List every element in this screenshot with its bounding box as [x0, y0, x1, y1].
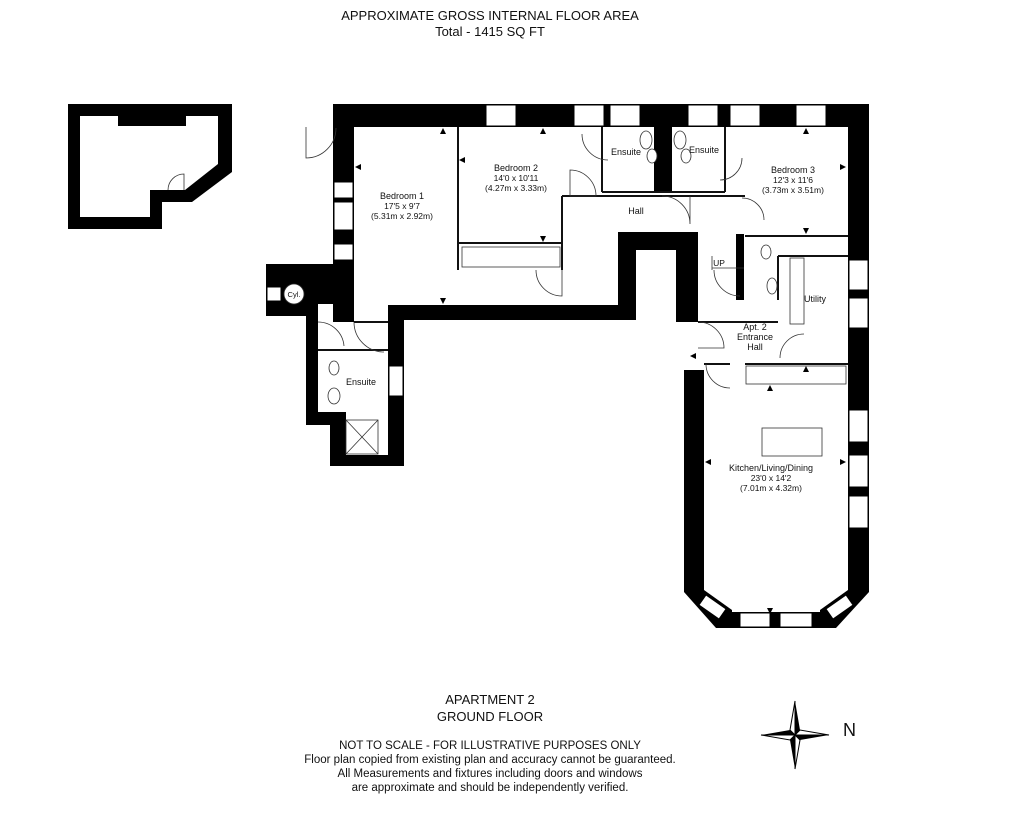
stairs — [711, 256, 744, 270]
room-label-ensuite-right: Ensuite — [689, 145, 719, 155]
dimension-markers — [355, 128, 846, 614]
storage — [461, 246, 847, 385]
room-labels: Bedroom 1 17'5 x 9'7 (5.31m x 2.92m) Bed… — [288, 145, 827, 493]
room-dims-ft-bedroom1: 17'5 x 9'7 — [384, 201, 420, 211]
room-label-kitchen: Kitchen/Living/Dining — [729, 463, 813, 473]
compass-icon — [760, 700, 830, 770]
disclaimer-line-2: Floor plan copied from existing plan and… — [304, 754, 676, 766]
apartment-label: APARTMENT 2 — [445, 692, 535, 707]
room-dims-ft-bedroom2: 14'0 x 10'11 — [494, 173, 539, 183]
room-label-bedroom1: Bedroom 1 — [380, 191, 424, 201]
room-label-bedroom3: Bedroom 3 — [771, 165, 815, 175]
fixtures — [283, 130, 823, 457]
disclaimer-line-3: All Measurements and fixtures including … — [337, 768, 643, 780]
floor-area-total: Total - 1415 SQ FT — [435, 24, 545, 39]
room-dims-m-bedroom3: (3.73m x 3.51m) — [762, 185, 824, 195]
disclaimer-line-1: NOT TO SCALE - FOR ILLUSTRATIVE PURPOSES… — [339, 740, 641, 752]
room-dims-m-bedroom1: (5.31m x 2.92m) — [371, 211, 433, 221]
room-dims-ft-bedroom3: 12'3 x 11'6 — [773, 175, 813, 185]
windows — [266, 104, 869, 628]
room-dims-ft-kitchen: 23'0 x 14'2 — [751, 473, 792, 483]
room-label-entrance-2: Entrance — [737, 332, 773, 342]
disclaimer-line-4: are approximate and should be independen… — [351, 782, 629, 794]
room-label-entrance-1: Apt. 2 — [743, 322, 767, 332]
room-dims-m-kitchen: (7.01m x 4.32m) — [740, 483, 802, 493]
room-label-ensuite-lower: Ensuite — [346, 377, 376, 387]
room-dims-m-bedroom2: (4.27m x 3.33m) — [485, 183, 547, 193]
stairs-up-label: UP — [713, 258, 725, 268]
door-swings — [305, 127, 805, 389]
room-label-entrance-3: Hall — [747, 342, 763, 352]
room-label-bedroom2: Bedroom 2 — [494, 163, 538, 173]
cylinder-label: Cyl. — [288, 290, 301, 299]
compass-north-label: N — [843, 720, 856, 740]
outbuilding — [68, 104, 232, 229]
floor-area-title: APPROXIMATE GROSS INTERNAL FLOOR AREA — [341, 8, 639, 23]
room-label-ensuite-left: Ensuite — [611, 147, 641, 157]
room-label-utility: Utility — [804, 294, 826, 304]
room-label-hall: Hall — [628, 206, 644, 216]
floor-label: GROUND FLOOR — [436, 709, 544, 724]
